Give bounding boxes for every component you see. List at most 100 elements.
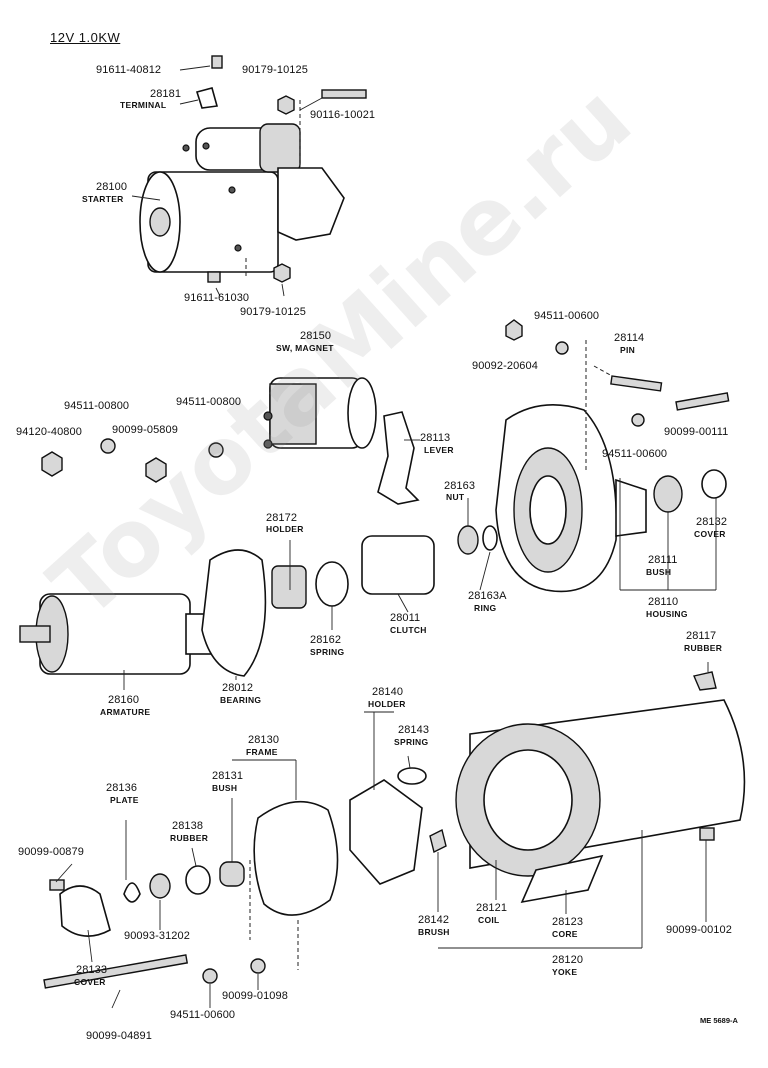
part-number-28136[interactable]: 28136	[106, 782, 138, 794]
diagram-reference-code: ME 5689-A	[700, 1016, 738, 1025]
screw-90099-00102	[699, 827, 715, 841]
washer-90093-31202	[149, 873, 171, 899]
nut-28163	[457, 525, 479, 555]
part-name-sw-magnet: SW, MAGNET	[276, 343, 334, 353]
plate-28136	[123, 882, 141, 903]
bush-28111	[653, 475, 683, 513]
part-number-28114[interactable]: 28114	[614, 332, 645, 344]
part-number-91611-40812[interactable]: 91611-40812	[96, 64, 162, 76]
washer-94511-00600-c	[202, 968, 218, 984]
part-number-94511-00800-b[interactable]: 94511-00800	[176, 396, 242, 408]
part-name-plate: PLATE	[110, 795, 139, 805]
lever-28113	[377, 411, 420, 505]
part-number-91611-61030[interactable]: 91611-61030	[184, 292, 250, 304]
part-number-90099-00102[interactable]: 90099-00102	[666, 924, 732, 936]
part-name-coil: COIL	[478, 915, 500, 925]
spring-28143	[397, 767, 427, 785]
washer-94511-00600-b	[631, 413, 645, 427]
ring-28163a	[482, 525, 498, 551]
bolt-91611-40812	[211, 55, 223, 69]
part-number-28117[interactable]: 28117	[686, 630, 717, 642]
nut-90179-10125-a	[277, 95, 295, 115]
holder-28140	[349, 779, 423, 885]
rubber-28138	[185, 865, 211, 895]
part-name-ring: RING	[474, 603, 497, 613]
holder-28172	[271, 565, 307, 609]
part-name-terminal: TERMINAL	[120, 100, 167, 110]
part-name-bearing: BEARING	[220, 695, 262, 705]
part-number-28111[interactable]: 28111	[648, 554, 678, 566]
part-number-90093-31202[interactable]: 90093-31202	[124, 930, 190, 942]
part-number-28133[interactable]: 28133	[76, 964, 108, 976]
part-name-armature: ARMATURE	[100, 707, 151, 717]
part-name-lever: LEVER	[424, 445, 454, 455]
part-number-90179-10125-b[interactable]: 90179-10125	[240, 306, 306, 318]
part-name-brush: BRUSH	[418, 927, 450, 937]
part-number-90099-00111[interactable]: 90099-00111	[664, 426, 729, 438]
part-number-28172[interactable]: 28172	[266, 512, 298, 524]
leader-lines	[55, 65, 717, 1009]
part-number-94511-00600-c[interactable]: 94511-00600	[170, 1009, 236, 1021]
part-number-94511-00600-b[interactable]: 94511-00600	[602, 448, 668, 460]
bush-28131	[219, 861, 245, 887]
washer-94511-00800-a	[100, 438, 116, 454]
part-number-90116-10021[interactable]: 90116-10021	[310, 109, 376, 121]
bearing-28012	[201, 549, 267, 677]
part-number-94120-40800[interactable]: 94120-40800	[16, 426, 82, 438]
terminal-28181	[195, 87, 219, 109]
frame-28130	[253, 800, 339, 916]
part-number-94511-00600-a[interactable]: 94511-00600	[534, 310, 600, 322]
assembly-center-lines	[245, 100, 613, 970]
part-name-rubber-a: RUBBER	[684, 643, 723, 653]
nut-90179-10125-b	[273, 263, 291, 283]
part-number-28160[interactable]: 28160	[108, 694, 140, 706]
part-name-rubber-b: RUBBER	[170, 833, 209, 843]
part-number-90099-05809[interactable]: 90099-05809	[112, 424, 178, 436]
part-number-28011[interactable]: 28011	[390, 612, 421, 624]
part-number-28138[interactable]: 28138	[172, 820, 204, 832]
part-number-28142[interactable]: 28142	[418, 914, 450, 926]
part-number-28143[interactable]: 28143	[398, 724, 430, 736]
stud-90116-10021	[321, 89, 367, 99]
part-name-pin: PIN	[620, 345, 636, 355]
rubber-28117	[693, 671, 717, 691]
part-name-clutch: CLUTCH	[390, 625, 427, 635]
washer-94511-00800-b	[208, 442, 224, 458]
part-number-28121[interactable]: 28121	[476, 902, 508, 914]
part-number-28100[interactable]: 28100	[96, 181, 128, 193]
part-number-28132[interactable]: 28132	[696, 516, 728, 528]
part-name-spring-b: SPRING	[394, 737, 429, 747]
part-number-90179-10125-a[interactable]: 90179-10125	[242, 64, 308, 76]
cover-28133	[59, 885, 111, 937]
part-number-28162[interactable]: 28162	[310, 634, 342, 646]
part-number-94511-00800-a[interactable]: 94511-00800	[64, 400, 130, 412]
part-number-90099-04891[interactable]: 90099-04891	[86, 1030, 152, 1042]
part-number-90099-00879[interactable]: 90099-00879	[18, 846, 84, 858]
bolt-90099-04891	[43, 954, 189, 989]
part-number-28163a[interactable]: 28163A	[468, 590, 507, 602]
part-name-holder-a: HOLDER	[266, 524, 304, 534]
screw-90099-00879	[49, 879, 65, 891]
part-name-bush-b: BUSH	[212, 783, 238, 793]
part-number-28012[interactable]: 28012	[222, 682, 254, 694]
part-name-nut: NUT	[446, 492, 465, 502]
part-number-28131[interactable]: 28131	[212, 770, 244, 782]
part-number-28150[interactable]: 28150	[300, 330, 332, 342]
part-number-28130[interactable]: 28130	[248, 734, 280, 746]
part-number-90092-20604[interactable]: 90092-20604	[472, 360, 538, 372]
part-number-28163[interactable]: 28163	[444, 480, 476, 492]
bolt-91611-61030	[207, 271, 221, 283]
part-number-28120[interactable]: 28120	[552, 954, 584, 966]
part-number-28181[interactable]: 28181	[150, 88, 182, 100]
part-number-90099-01098[interactable]: 90099-01098	[222, 990, 288, 1002]
part-number-28140[interactable]: 28140	[372, 686, 404, 698]
part-number-28110[interactable]: 28110	[648, 596, 679, 608]
part-number-28113[interactable]: 28113	[420, 432, 451, 444]
cover-28132	[701, 469, 727, 499]
clutch-28011	[361, 535, 435, 595]
magnet-switch-28150	[263, 377, 377, 449]
washer-94511-00600-a	[555, 341, 569, 355]
washer-90099-01098	[250, 958, 266, 974]
part-number-28123[interactable]: 28123	[552, 916, 584, 928]
